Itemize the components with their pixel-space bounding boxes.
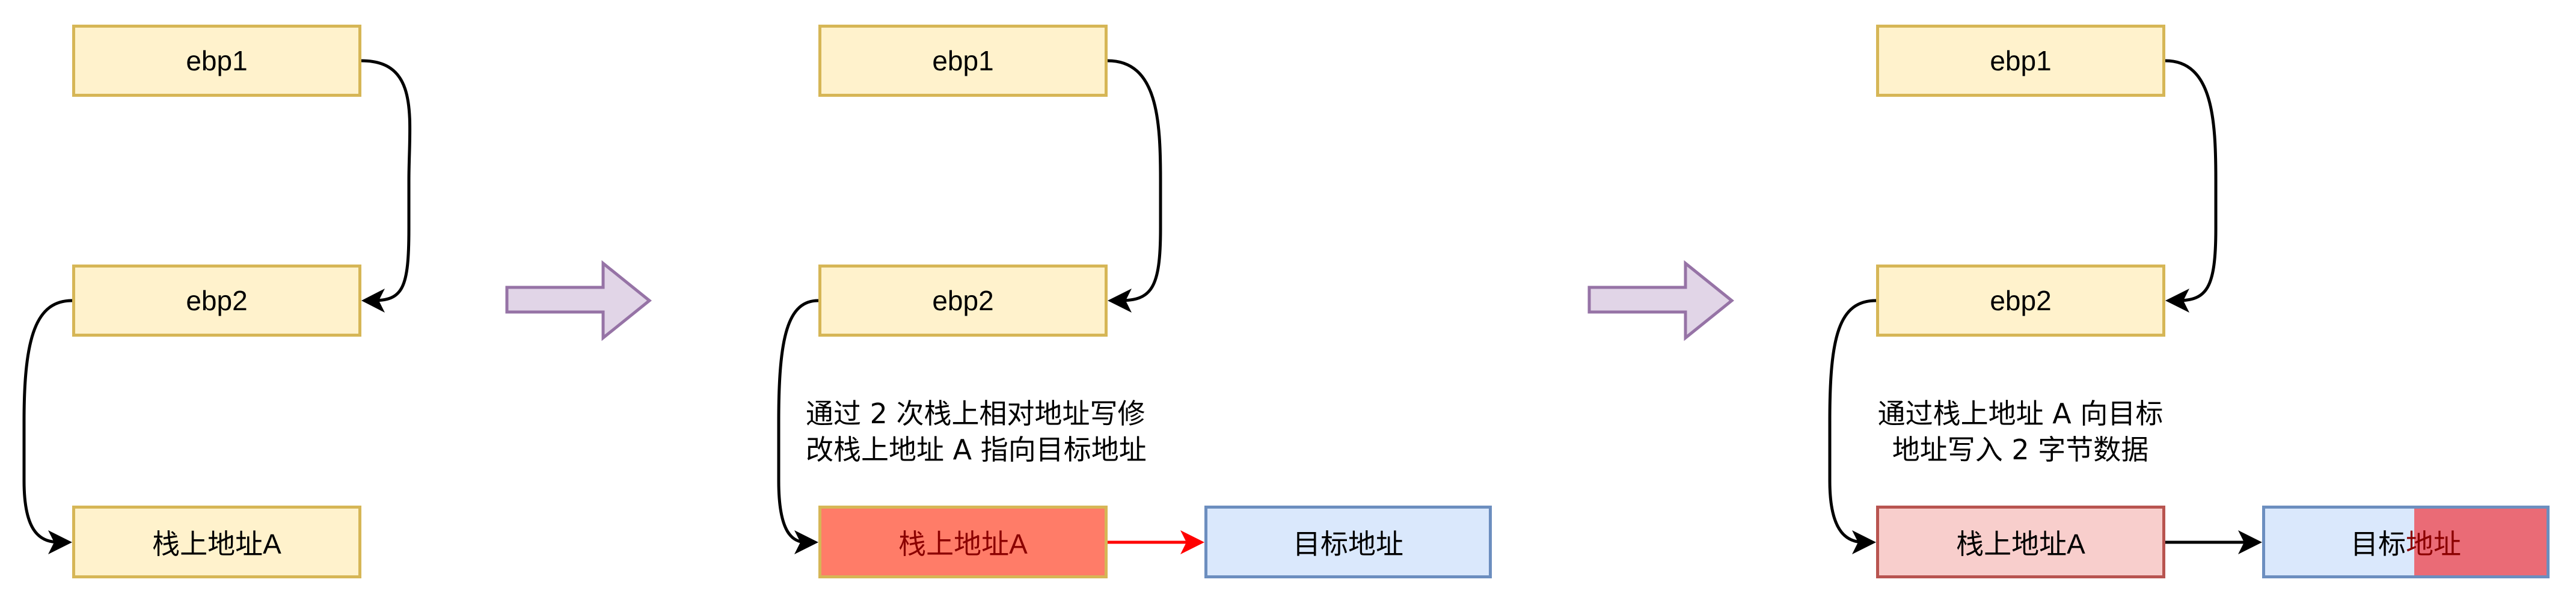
ebp1-box: ebp1 <box>72 25 361 97</box>
arrowhead-stack-a-p2 <box>794 530 818 554</box>
arrowhead-target-red <box>1180 530 1204 554</box>
pointer-ebp2-to-stack-a-p2 <box>777 299 819 544</box>
ebp1-label-p2: ebp1 <box>932 45 994 76</box>
pointer-ebp1-to-ebp2-p3 <box>2165 59 2218 302</box>
ebp2-box-p3: ebp2 <box>1876 265 2165 337</box>
ebp1-label: ebp1 <box>186 45 248 76</box>
target-untouched-region <box>2265 509 2415 575</box>
stack-address-a-box-p3: 栈上地址A <box>1876 506 2165 578</box>
arrowhead-ebp2-p3 <box>2165 289 2189 313</box>
arrowhead-ebp2-p2 <box>1108 289 1132 313</box>
step2-description: 通过 2 次栈上相对地址写修 改栈上地址 A 指向目标地址 <box>806 396 1179 468</box>
pointer-ebp2-to-stack-a-p3 <box>1828 299 1877 544</box>
ebp2-label: ebp2 <box>186 285 248 316</box>
ebp1-label-p3: ebp1 <box>1990 45 2052 76</box>
step2-note-line-2: 改栈上地址 A 指向目标地址 <box>806 433 1147 466</box>
target-address-box: 目标地址 <box>1204 506 1492 578</box>
stack-address-a-label-p3: 栈上地址A <box>1956 528 2085 560</box>
ebp2-box: ebp2 <box>72 265 361 337</box>
arrowhead-stack-a-p3 <box>1852 530 1876 554</box>
arrowhead-stack-a <box>48 530 72 554</box>
arrowhead-ebp2 <box>361 289 385 313</box>
pointer-ebp2-to-stack-a <box>22 299 73 544</box>
ebp1-box-p2: ebp1 <box>818 25 1108 97</box>
ebp2-label-p3: ebp2 <box>1990 285 2052 316</box>
ebp1-box-p3: ebp1 <box>1876 25 2165 97</box>
step3-note-line-2: 地址写入 2 字节数据 <box>1892 433 2149 466</box>
step2-note-line-1: 通过 2 次栈上相对地址写修 <box>806 397 1145 430</box>
step-arrow-1 <box>505 260 652 341</box>
stack-address-a-box-modified: 栈上地址A <box>818 506 1108 578</box>
stack-address-a-label: 栈上地址A <box>152 528 281 560</box>
target-address-label: 目标地址 <box>1293 528 1403 560</box>
target-label-part2: 地址 <box>2406 528 2461 560</box>
stack-address-a-label-p2: 栈上地址A <box>898 528 1028 560</box>
step3-note-line-1: 通过栈上地址 A 向目标 <box>1877 397 2164 430</box>
arrowhead-target <box>2238 530 2262 554</box>
pointer-ebp1-to-ebp2-p2 <box>1107 59 1162 302</box>
ebp2-box-p2: ebp2 <box>818 265 1108 337</box>
target-overwritten-region <box>2414 509 2547 575</box>
target-label-part1: 目标 <box>2351 528 2406 560</box>
step-arrow-2 <box>1587 260 1734 341</box>
stack-address-a-box: 栈上地址A <box>72 506 361 578</box>
pointer-ebp1-to-ebp2 <box>361 59 412 302</box>
ebp2-label-p2: ebp2 <box>932 285 994 316</box>
step3-description: 通过栈上地址 A 向目标 地址写入 2 字节数据 <box>1840 396 2201 468</box>
target-address-box-overwritten: 目标地址 <box>2262 506 2550 578</box>
